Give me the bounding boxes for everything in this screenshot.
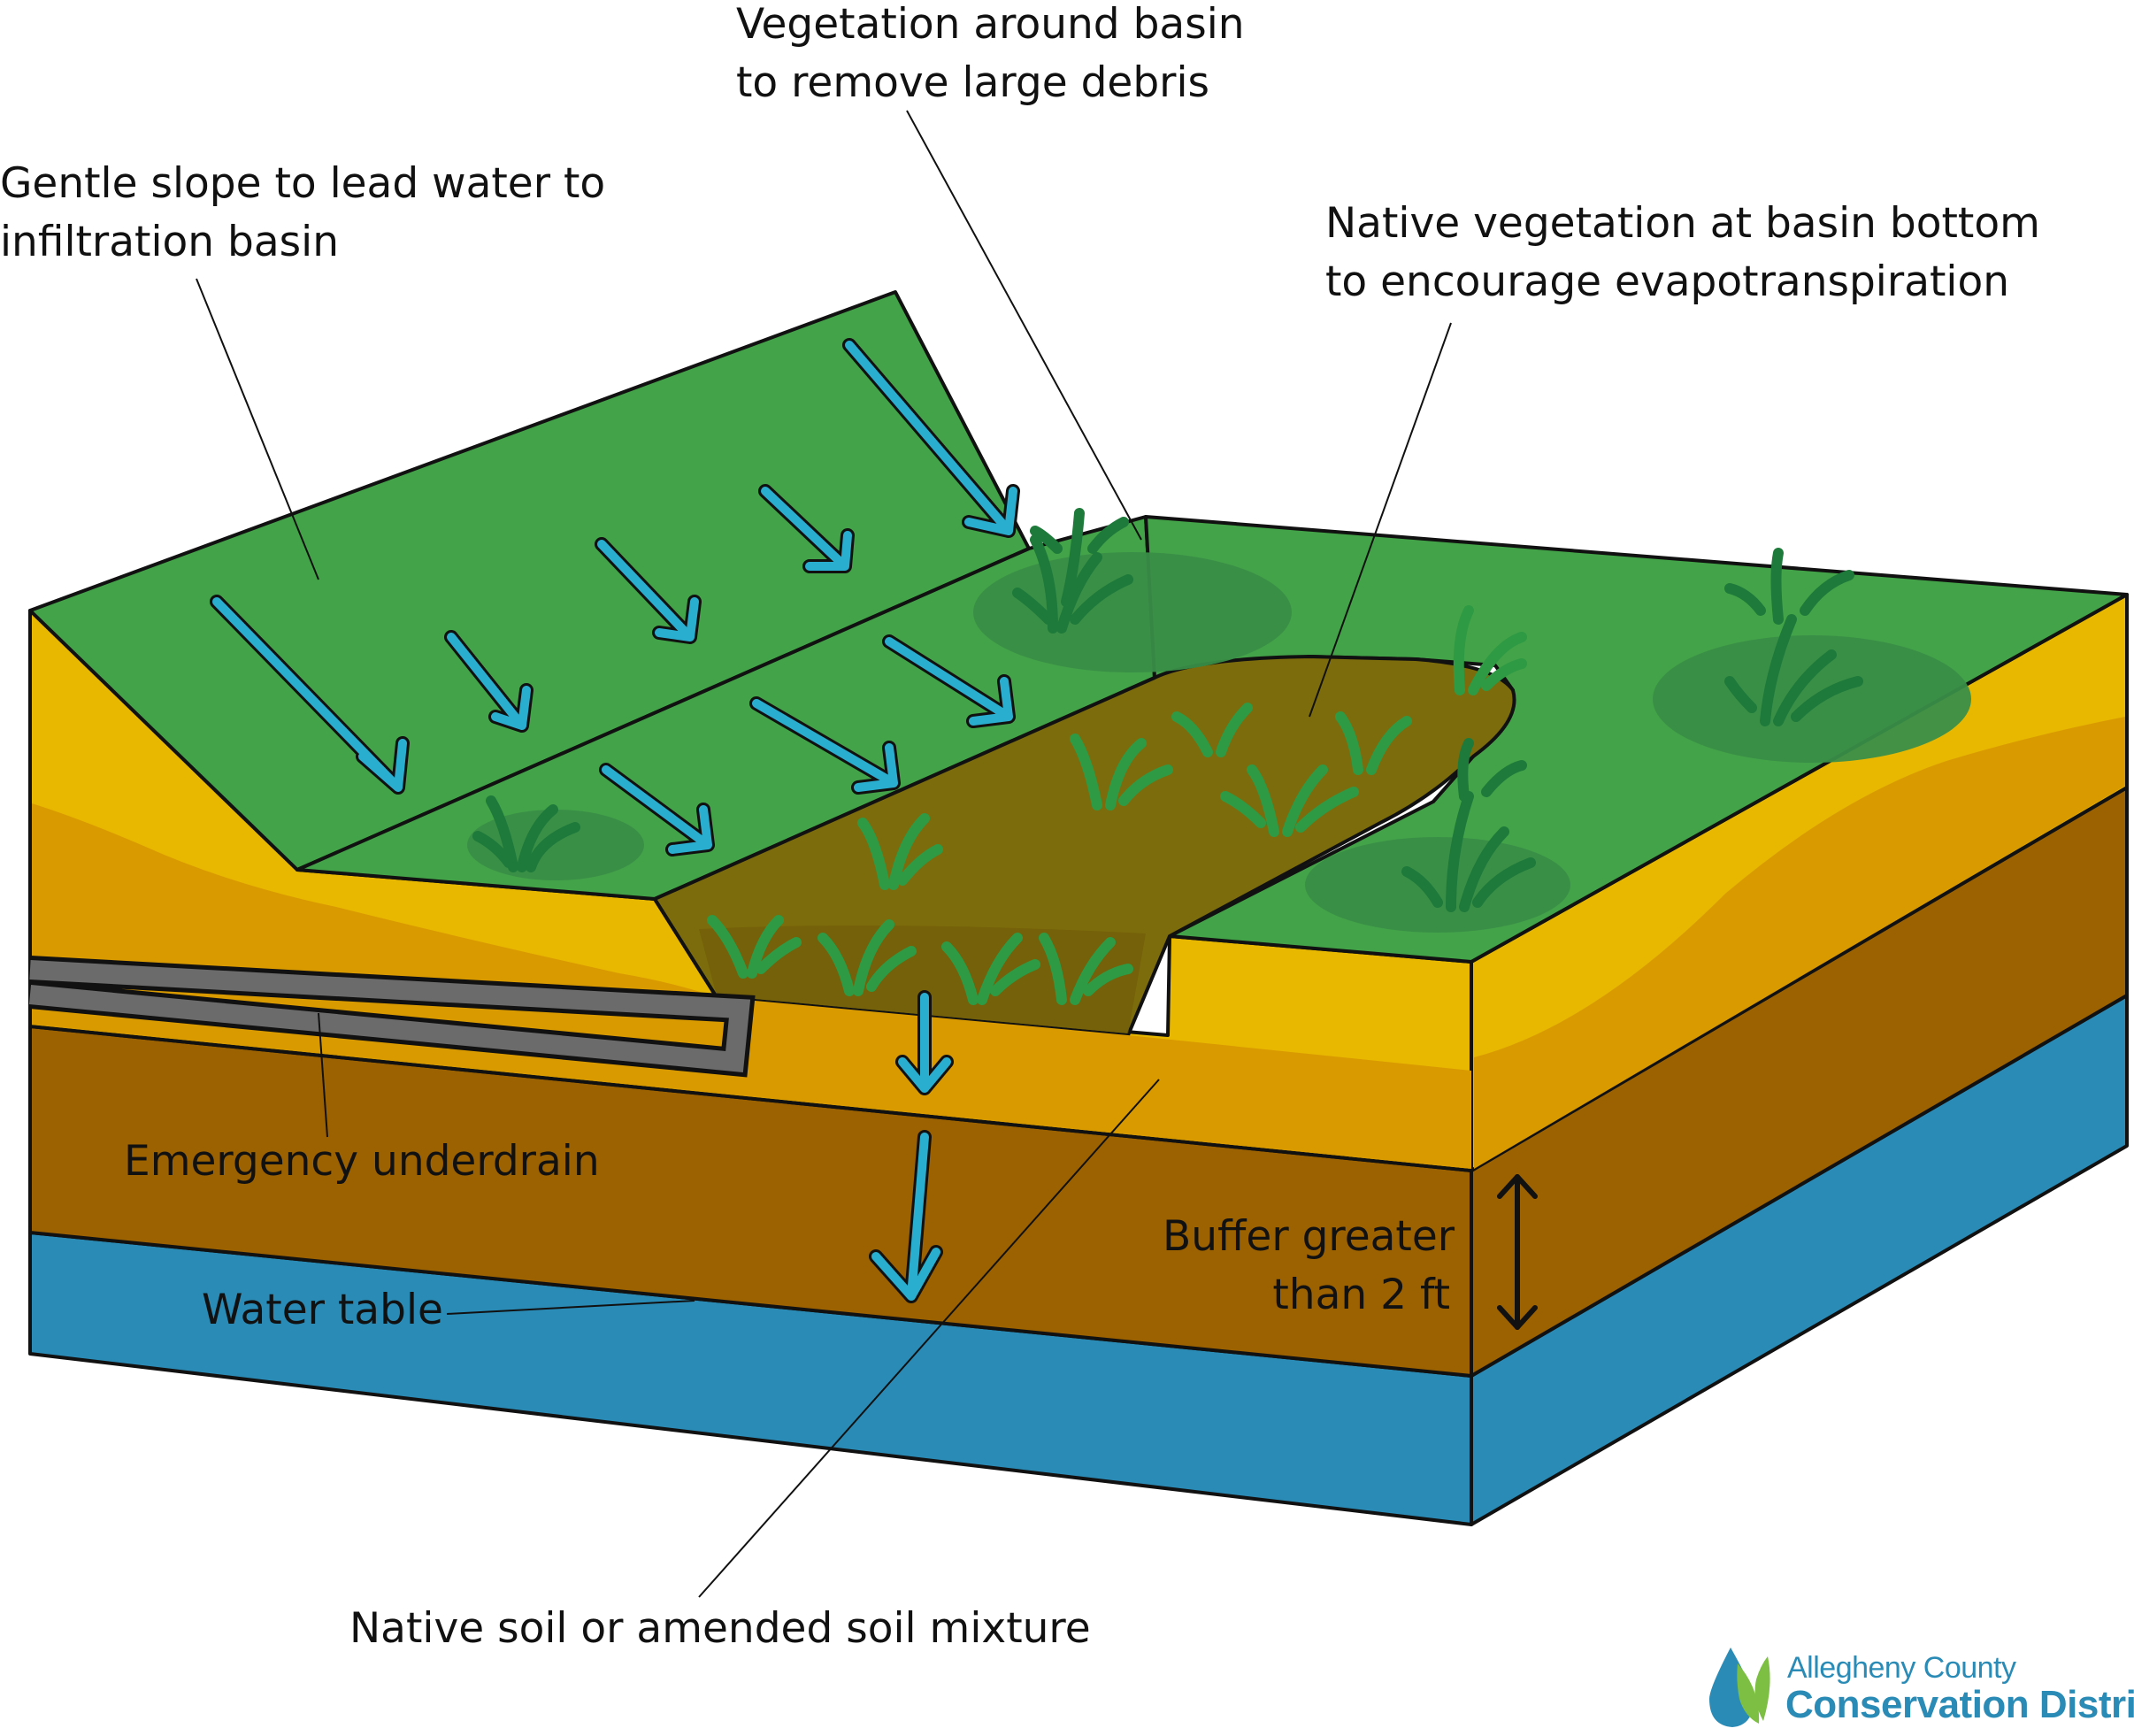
right-orange-wave: [1474, 717, 2125, 1169]
water-flow-arrows: [212, 341, 1017, 1301]
label-buffer: Buffer greater than 2 ft: [1163, 1212, 1455, 1319]
vegetation-patch: [1305, 837, 1570, 933]
label-native-soil: Native soil or amended soil mixture: [349, 1604, 1091, 1653]
leader-line-gentle-slope: [196, 278, 319, 580]
front-orange-wave: [32, 803, 1471, 1169]
logo-line2: Conservation DistrictTM: [1785, 1683, 2134, 1726]
label-vegetation-debris: Vegetation around basin to remove large …: [736, 0, 1245, 107]
leader-line-water-table: [446, 1300, 695, 1315]
label-emergency-underdrain: Emergency underdrain: [124, 1137, 600, 1186]
label-gentle-slope: Gentle slope to lead water to infiltrati…: [0, 159, 606, 266]
plants: [472, 508, 1863, 1005]
buffer-arrow: [1497, 1174, 1538, 1330]
vegetation-patch: [973, 552, 1292, 672]
leader-line-vegetation-debris: [906, 110, 1142, 541]
logo-line1: Allegheny County: [1787, 1651, 2016, 1685]
underdrain-pipe: [28, 956, 756, 1078]
logo-drop-icon: [1709, 1648, 1770, 1727]
label-native-vegetation: Native vegetation at basin bottom to enc…: [1325, 199, 2040, 306]
label-water-table: Water table: [202, 1286, 443, 1334]
basin-dark-band: [699, 926, 1146, 1033]
leader-line-underdrain: [318, 1012, 328, 1138]
leader-line-native-vegetation: [1309, 322, 1452, 718]
leader-line-native-soil: [698, 1079, 1160, 1598]
